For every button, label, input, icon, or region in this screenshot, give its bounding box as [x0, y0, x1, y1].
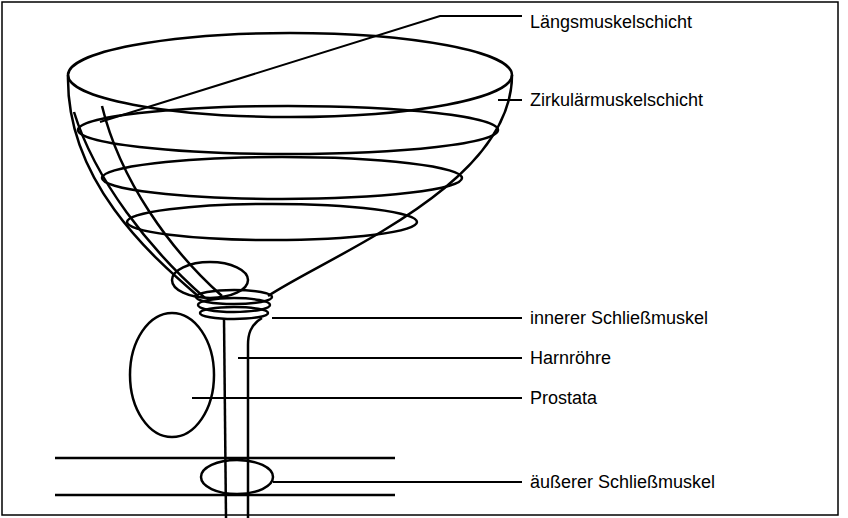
frame: [2, 2, 838, 515]
leader-line: [273, 481, 522, 483]
external-sphincter: [201, 460, 273, 494]
internal-sphincter: [200, 307, 268, 319]
leader-line: [238, 357, 522, 359]
urethra-wall: [248, 318, 262, 518]
part-label: Zirkulärmuskelschicht: [528, 89, 705, 111]
part-label: Prostata: [528, 387, 599, 409]
part-label: Harnröhre: [528, 347, 613, 369]
leader-line: [192, 397, 522, 399]
circular-muscle-ring: [78, 106, 498, 154]
circular-muscle-ring: [127, 204, 417, 240]
urethra-wall: [224, 318, 226, 518]
prostate: [130, 313, 214, 437]
leader-line: [272, 317, 522, 319]
part-label: äußerer Schließmuskel: [528, 471, 717, 493]
longitudinal-muscle: [74, 112, 205, 298]
leader-line: [100, 16, 522, 122]
longitudinal-muscle: [102, 106, 222, 296]
bladder-rim: [68, 33, 512, 117]
pelvic-floor: [55, 457, 395, 460]
part-label: Längsmuskelschicht: [528, 11, 694, 33]
circular-muscle-ring: [102, 157, 462, 199]
part-label: innerer Schließmuskel: [528, 307, 710, 329]
leader-line: [498, 99, 522, 101]
